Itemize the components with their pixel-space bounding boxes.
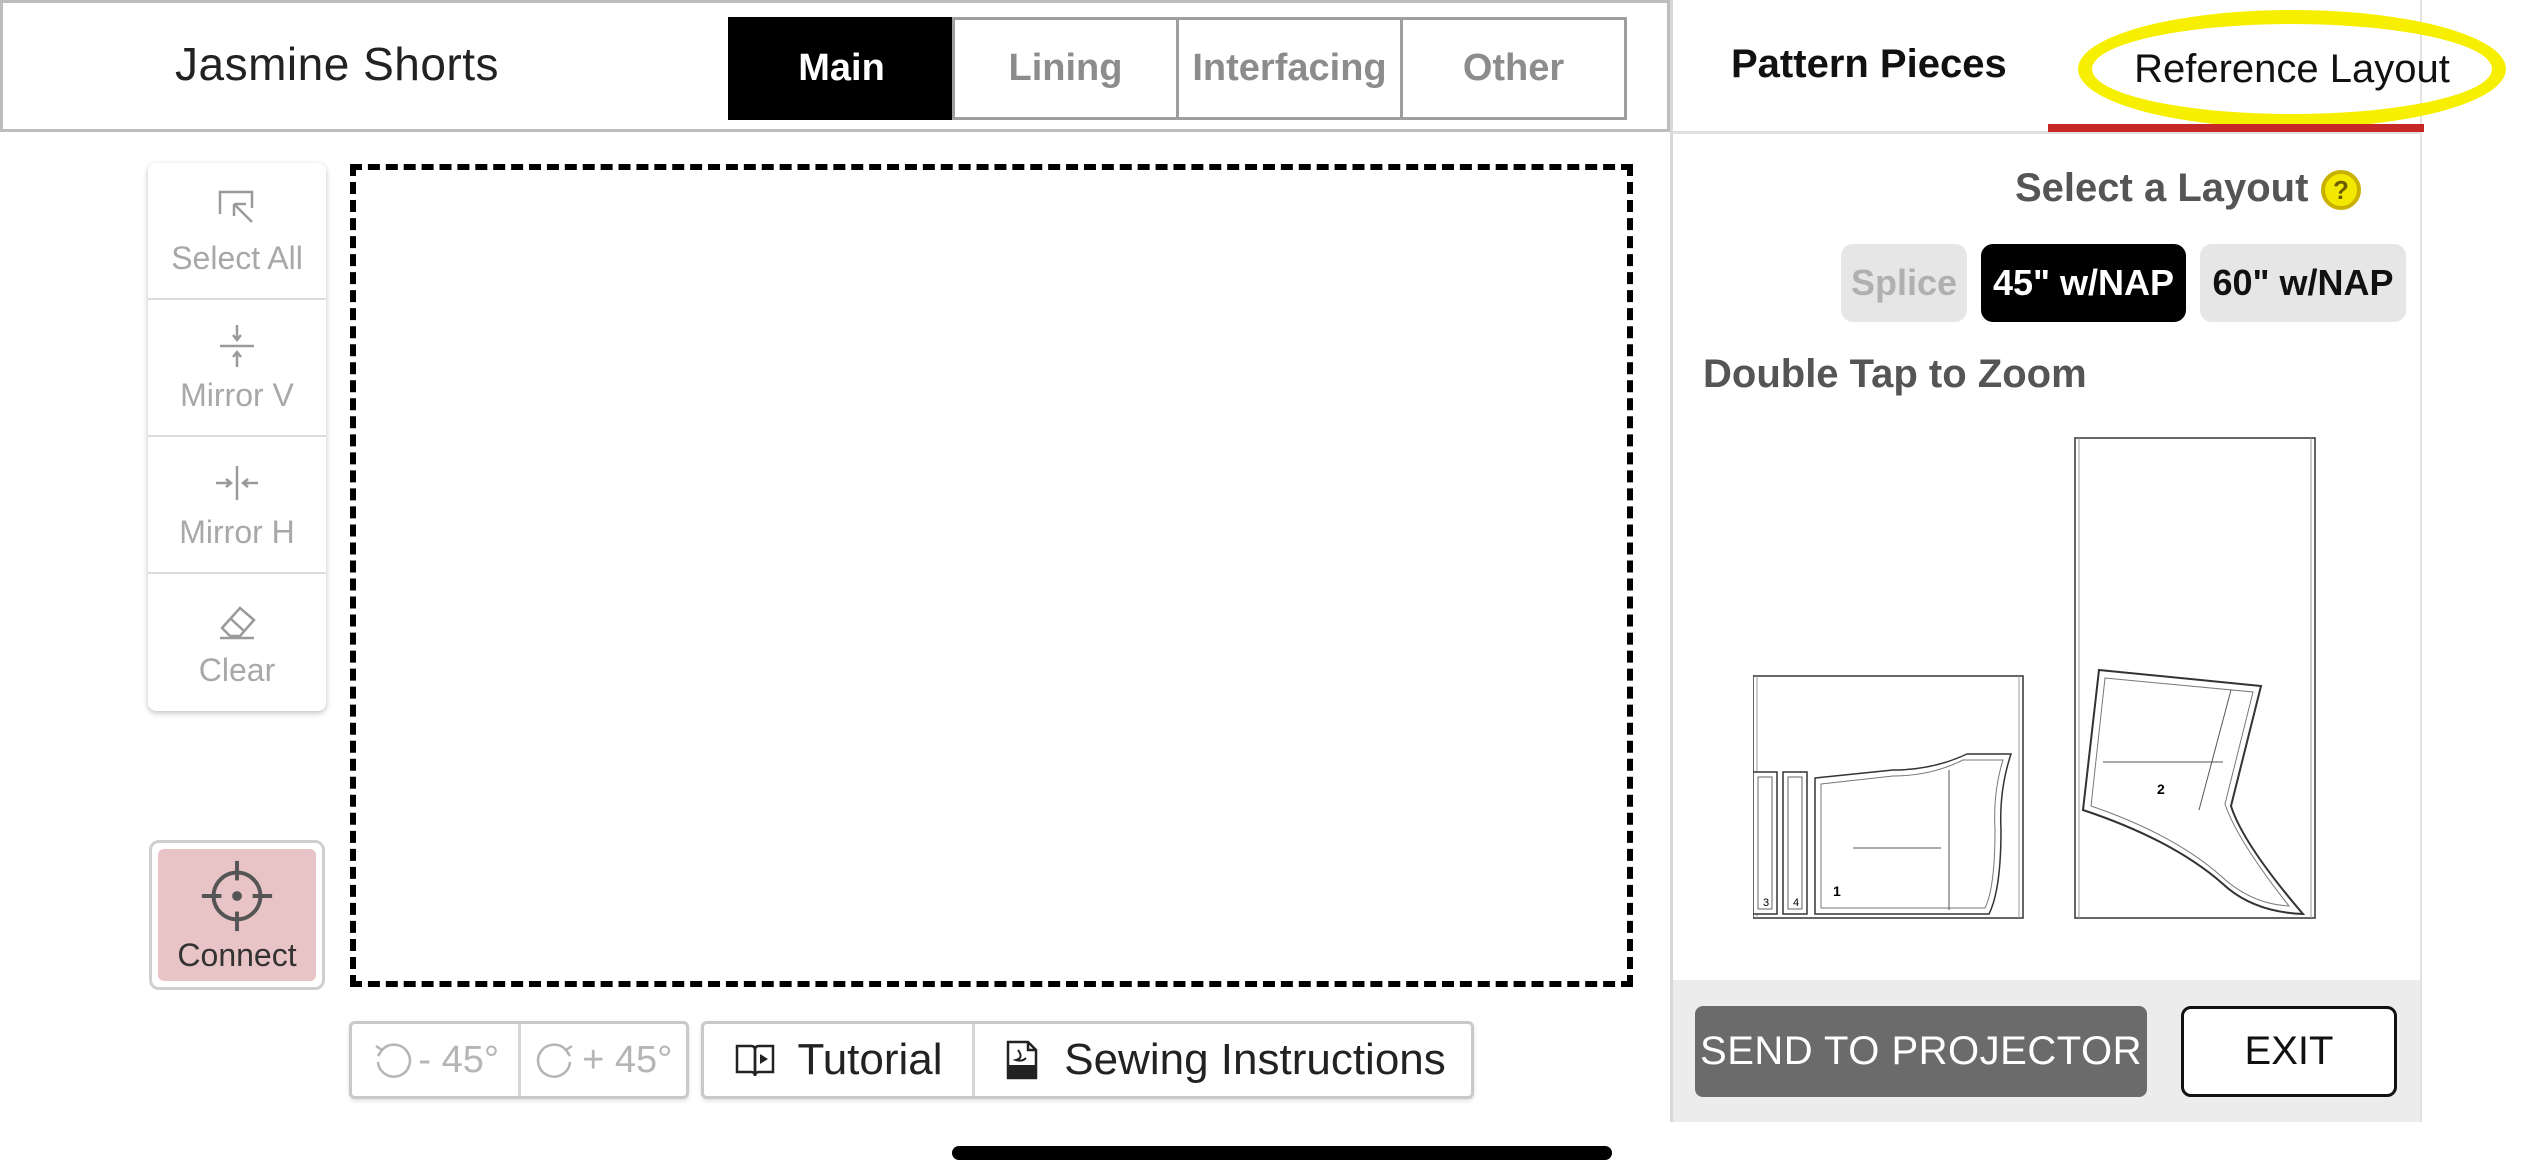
select-layout-label: Select a Layout: [2015, 166, 2309, 210]
help-icon[interactable]: ?: [2321, 170, 2361, 210]
select-all-label: Select All: [171, 240, 303, 276]
project-title: Jasmine Shorts: [175, 38, 500, 90]
clear-label: Clear: [198, 652, 276, 688]
tab-lining[interactable]: Lining: [952, 17, 1179, 120]
help-controls: Tutorial Sewing Instructions: [701, 1021, 1474, 1099]
layout-canvas[interactable]: [350, 164, 1633, 987]
piece-label-1: 1: [1833, 883, 1841, 899]
right-panel-tabs: Pattern Pieces Reference Layout: [1673, 0, 2506, 134]
zoom-hint: Double Tap to Zoom: [1703, 352, 2087, 396]
layout-options: Splice 45" w/NAP 60" w/NAP: [1841, 244, 2406, 322]
book-play-icon: [736, 1044, 775, 1077]
right-panel: Pattern Pieces Reference Layout Select a…: [1670, 0, 2506, 1122]
rotate-right-button[interactable]: + 45°: [517, 1024, 687, 1096]
tool-panel: Select All Mirror V Mirror H Clear: [148, 163, 326, 711]
rotate-left-icon: [375, 1043, 412, 1078]
rotate-left-button[interactable]: - 45°: [352, 1024, 518, 1096]
tutorial-button[interactable]: Tutorial: [704, 1024, 972, 1096]
connect-button-face: Connect: [158, 849, 316, 981]
mirror-h-label: Mirror H: [179, 514, 295, 550]
sewing-instructions-button[interactable]: Sewing Instructions: [972, 1024, 1471, 1096]
home-indicator[interactable]: [952, 1146, 1612, 1160]
clear-button[interactable]: Clear: [148, 574, 326, 711]
rotate-right-icon: [536, 1043, 573, 1078]
connect-label: Connect: [177, 936, 297, 973]
send-to-projector-button[interactable]: SEND TO PROJECTOR: [1695, 1006, 2147, 1097]
mirror-h-button[interactable]: Mirror H: [148, 437, 326, 574]
tutorial-label: Tutorial: [797, 1035, 943, 1084]
mirror-horizontal-icon: [216, 466, 258, 500]
eraser-icon: [220, 606, 256, 640]
layout-option-60-nap[interactable]: 60" w/NAP: [2200, 244, 2406, 322]
tab-pattern-pieces[interactable]: Pattern Pieces: [1731, 42, 2007, 86]
piece-label-2: 2: [2157, 781, 2165, 797]
app-header: Jasmine Shorts Main Lining Interfacing O…: [0, 0, 1670, 132]
mirror-vertical-icon: [220, 325, 254, 367]
rotate-controls: - 45° + 45°: [349, 1021, 689, 1099]
crosshair-icon: [201, 860, 273, 931]
tab-interfacing[interactable]: Interfacing: [1176, 17, 1403, 120]
piece-label-4: 4: [1793, 897, 1799, 909]
tab-main[interactable]: Main: [728, 17, 955, 120]
select-all-icon: [218, 190, 254, 223]
exit-button[interactable]: EXIT: [2181, 1006, 2397, 1097]
fabric-layout-right: [2074, 437, 2316, 919]
sewing-instructions-label: Sewing Instructions: [1064, 1035, 1446, 1084]
mirror-v-button[interactable]: Mirror V: [148, 300, 326, 437]
piece-label-3: 3: [1763, 897, 1769, 909]
rotate-left-label: - 45°: [418, 1038, 500, 1081]
layout-option-45-nap[interactable]: 45" w/NAP: [1981, 244, 2186, 322]
pdf-document-icon: [1006, 1040, 1038, 1080]
active-tab-underline: [2048, 124, 2424, 132]
layout-option-splice[interactable]: Splice: [1841, 244, 1967, 322]
connect-button[interactable]: Connect: [149, 840, 325, 990]
reference-layout-preview[interactable]: 3 4 1 2: [1753, 430, 2393, 920]
fabric-tabs: Main Lining Interfacing Other: [728, 17, 1627, 120]
mirror-v-label: Mirror V: [180, 377, 294, 413]
select-all-button[interactable]: Select All: [148, 163, 326, 300]
rotate-right-label: + 45°: [582, 1038, 673, 1081]
fabric-layout-left: [1753, 675, 2024, 919]
tab-reference-layout[interactable]: Reference Layout: [2078, 10, 2506, 128]
tab-other[interactable]: Other: [1400, 17, 1627, 120]
